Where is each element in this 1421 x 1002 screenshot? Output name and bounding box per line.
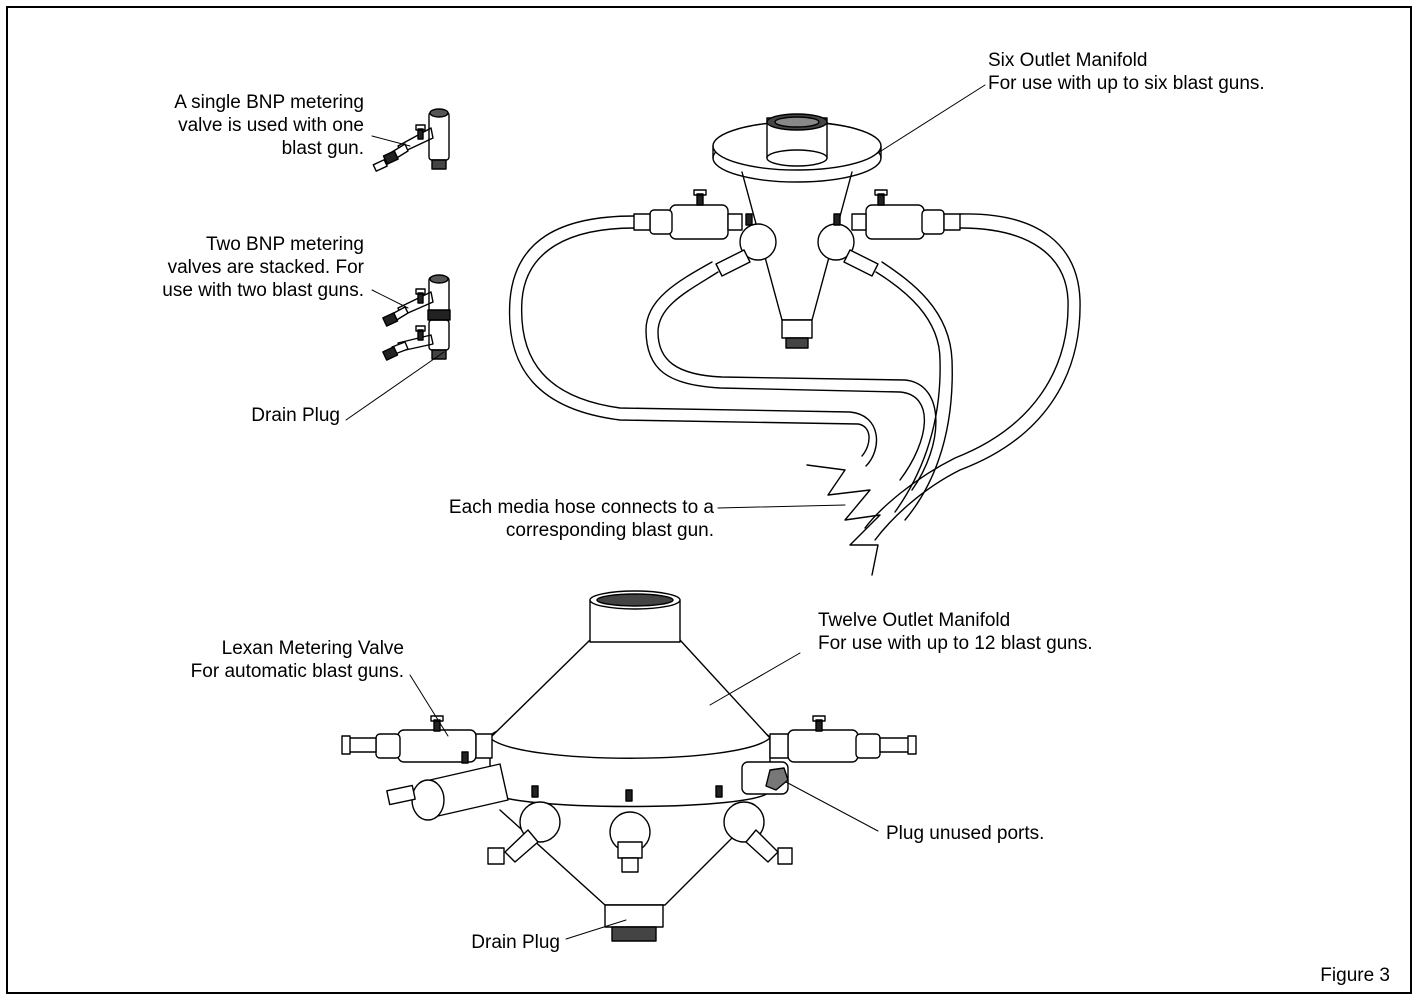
single-valve-line-1: A single BNP metering bbox=[174, 92, 364, 113]
single-valve-line-2: valve is used with one bbox=[178, 115, 364, 136]
figure-number: Figure 3 bbox=[1320, 965, 1390, 986]
two-valves-label: Two BNP metering valves are stacked. For… bbox=[90, 233, 364, 302]
media-hose-line-2: corresponding blast gun. bbox=[505, 520, 714, 541]
single-valve-line-3: blast gun. bbox=[281, 138, 364, 159]
single-valve-label: A single BNP metering valve is used with… bbox=[90, 91, 364, 160]
six-outlet-line-1: Six Outlet Manifold bbox=[988, 50, 1148, 71]
two-valves-line-1: Two BNP metering bbox=[205, 234, 364, 255]
drain-plug-lower-label: Drain Plug bbox=[471, 932, 560, 953]
drain-plug-upper-label: Drain Plug bbox=[251, 405, 340, 426]
six-outlet-manifold bbox=[634, 114, 960, 348]
single-bnp-valve bbox=[373, 109, 449, 171]
lexan-valve-line-2: For automatic blast guns. bbox=[190, 661, 404, 682]
twelve-outlet-line-1: Twelve Outlet Manifold bbox=[818, 610, 1011, 631]
lexan-valve-label: Lexan Metering Valve For automatic blast… bbox=[140, 637, 404, 683]
media-hoses bbox=[510, 214, 1081, 575]
lexan-valve-line-1: Lexan Metering Valve bbox=[221, 638, 404, 659]
two-valves-line-2: valves are stacked. For bbox=[167, 257, 364, 278]
plug-unused-label: Plug unused ports. bbox=[886, 823, 1045, 844]
leader-lines bbox=[346, 85, 985, 939]
twelve-outlet-label: Twelve Outlet Manifold For use with up t… bbox=[818, 609, 1093, 655]
six-outlet-label: Six Outlet Manifold For use with up to s… bbox=[988, 49, 1265, 95]
six-outlet-line-2: For use with up to six blast guns. bbox=[988, 73, 1265, 94]
media-hose-label: Each media hose connects to a correspond… bbox=[360, 496, 714, 542]
twelve-outlet-manifold bbox=[342, 591, 916, 941]
figure-frame bbox=[6, 6, 1412, 994]
stacked-bnp-valves bbox=[383, 275, 450, 360]
two-valves-line-3: use with two blast guns. bbox=[162, 280, 364, 301]
twelve-outlet-line-2: For use with up to 12 blast guns. bbox=[818, 633, 1093, 654]
media-hose-line-1: Each media hose connects to a bbox=[448, 497, 714, 518]
